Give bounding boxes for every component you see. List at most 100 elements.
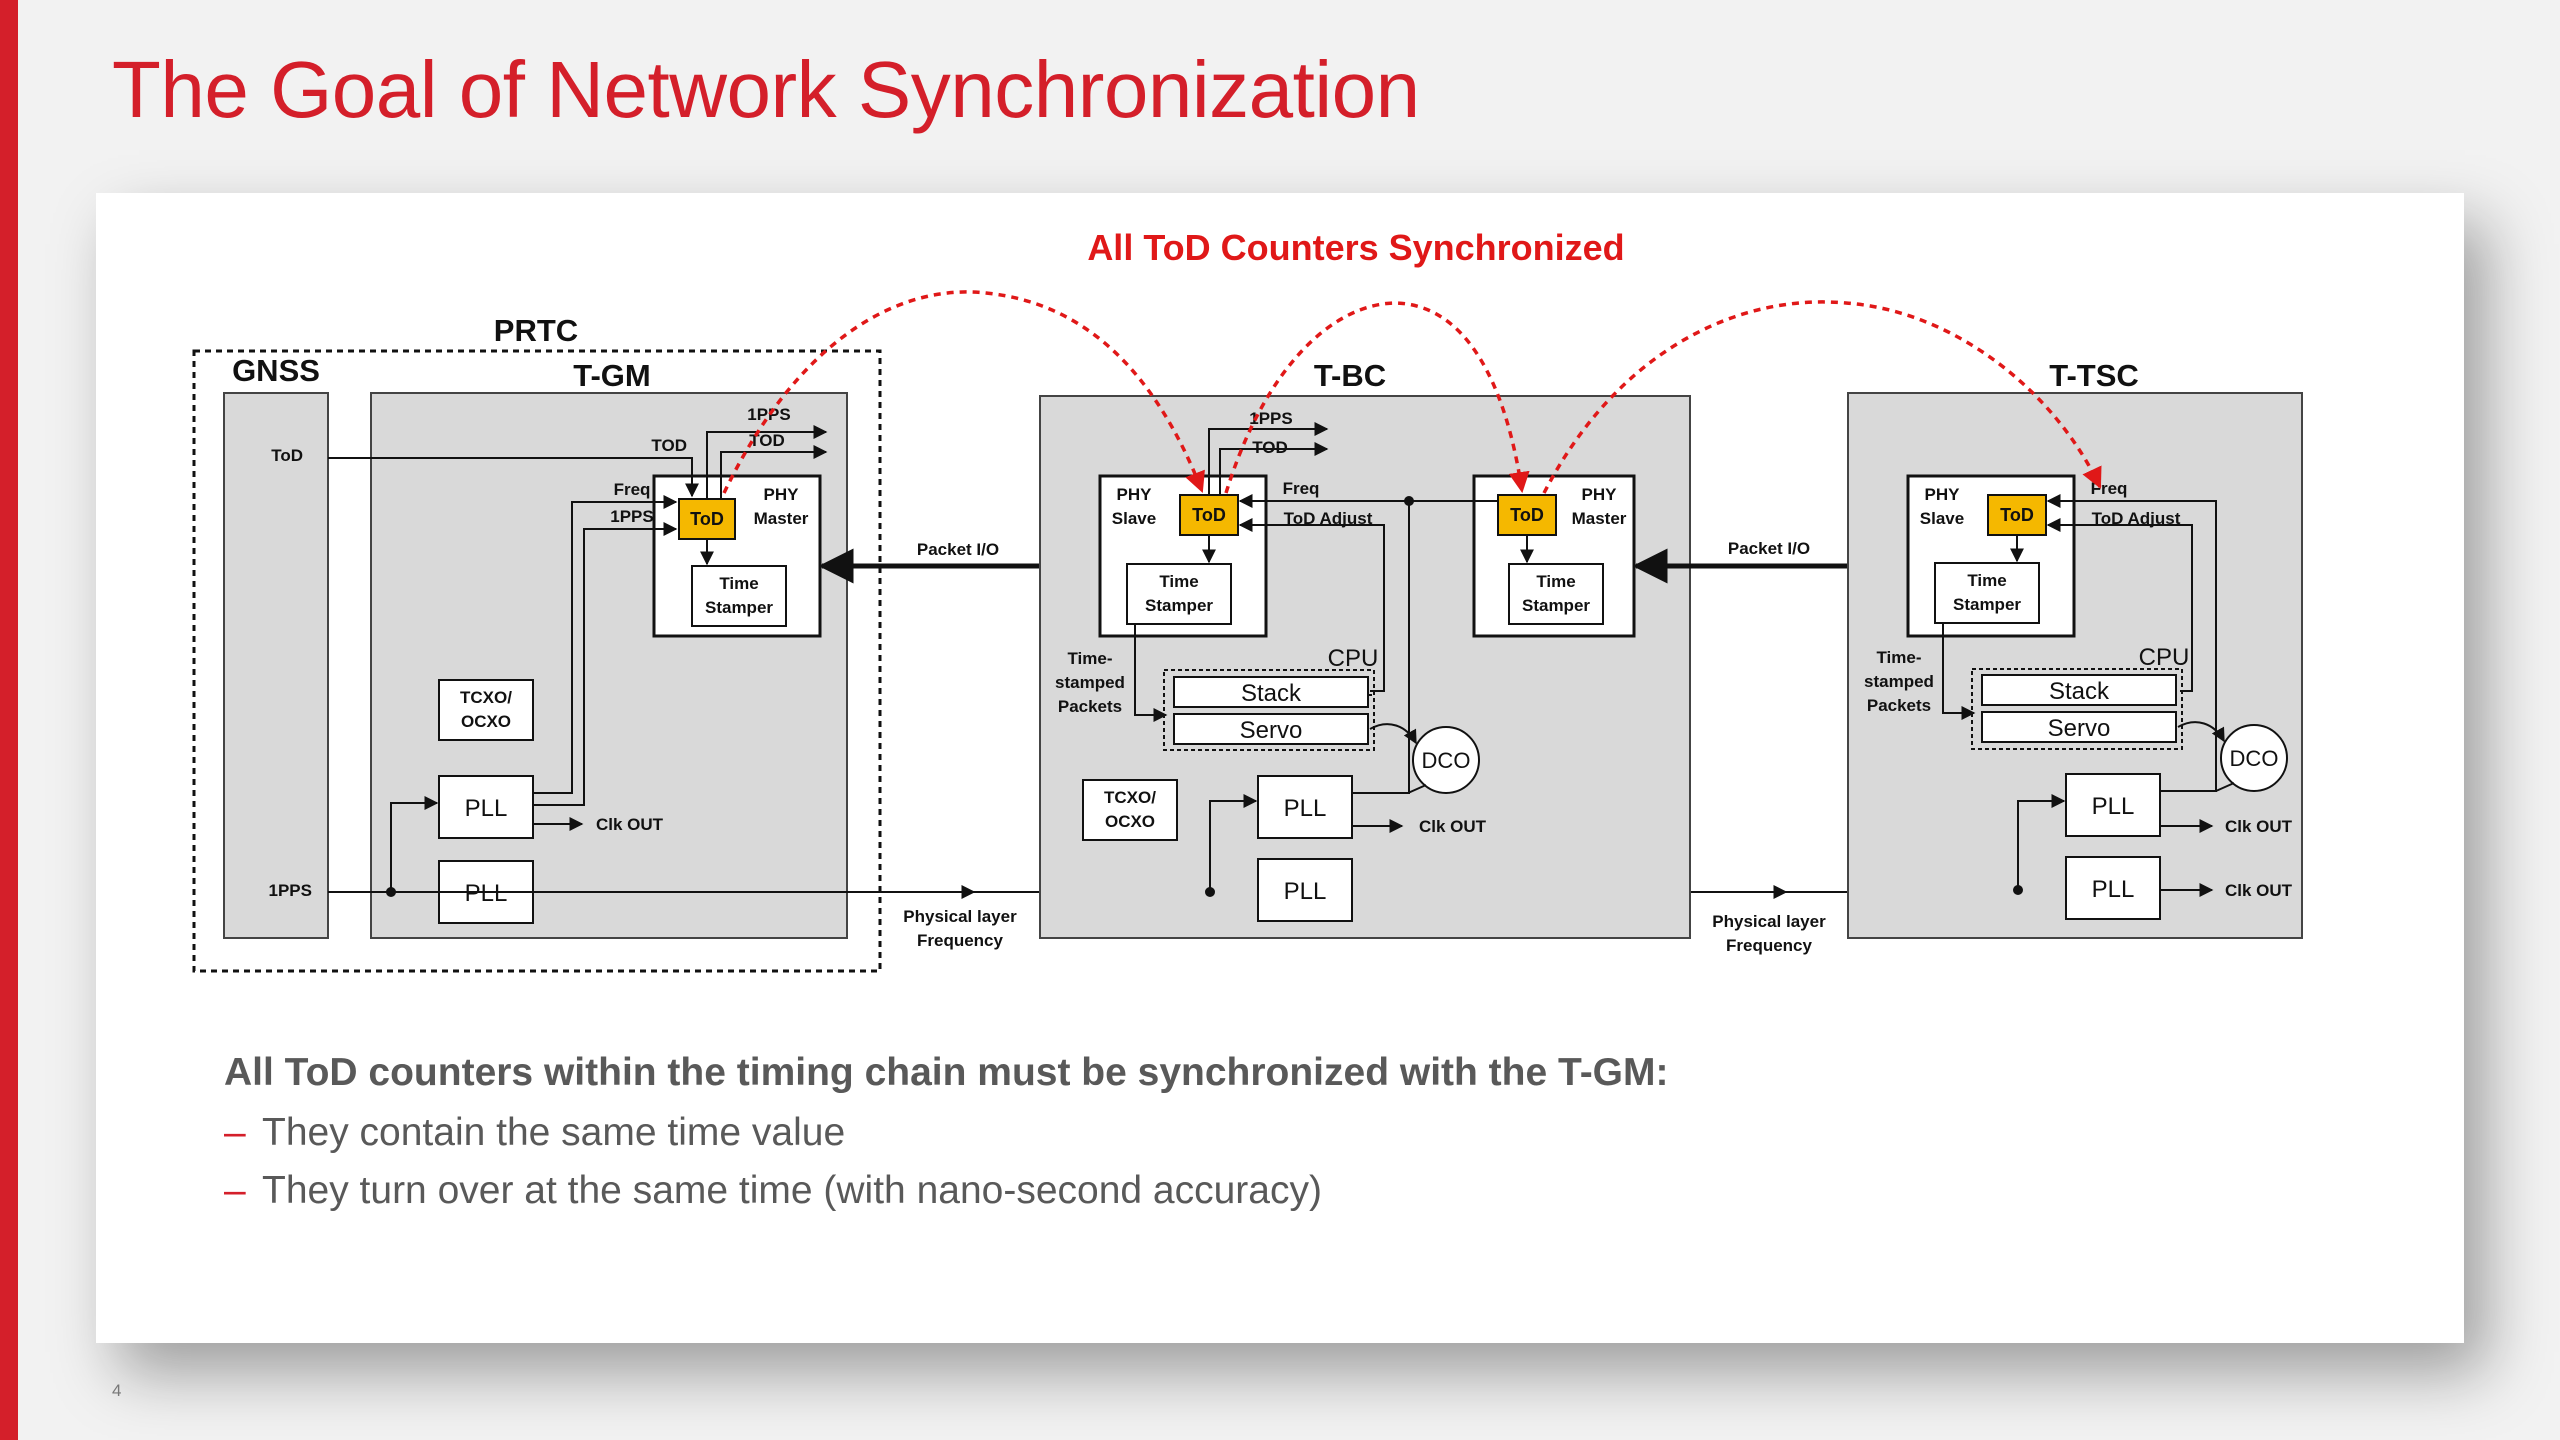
tgm-pps-wire [533,522,678,806]
tbc-pll1-to-freq-wire [1352,694,1410,794]
tbc-tod-a-text: ToD [1192,505,1226,525]
ttsc-servo-to-dco-arrow [2177,721,2225,743]
ttsc-freq-wire [2046,494,2217,691]
ttsc-tsp-line3: Packets [1867,696,1931,715]
link1-phys-line2: Frequency [917,931,1004,950]
ttsc-pll1-box [2065,773,2161,837]
tbc-stack-text: Stack [1241,680,1302,707]
tbc-phys-loop-wire [1209,794,1258,892]
ttsc-dco-circle [2220,724,2288,792]
banner-text: All ToD Counters Synchronized [1087,227,1624,268]
link2-phys-line2: Frequency [1726,936,1813,955]
tbc-time-stamper-a-box [1126,563,1232,625]
tbc-stack-box [1173,676,1369,708]
tbc-freq-label: Freq [1283,479,1320,498]
tbc-pps-out-label: 1PPS [1249,409,1292,428]
ttsc-freq-label: Freq [2091,479,2128,498]
tgm-osc-box [438,679,534,741]
tbc-slave-line2: Slave [1112,509,1156,528]
ttsc-tsp-line2: stamped [1864,672,1934,691]
ttsc-pll1-to-freq-wire [2160,691,2217,792]
tbc-pll2-box [1257,858,1353,922]
tbc-label: T-BC [1314,358,1386,393]
tgm-gnss-tod-wire [328,457,699,498]
slide-title: The Goal of Network Synchronization [112,45,1420,134]
bullet-dash-icon: – [224,1111,246,1154]
sync-diagram: All ToD Counters Synchronized PRTC GNSS … [192,227,2303,973]
ttsc-pll1-text: PLL [2092,793,2135,820]
tbc-tod-b-text: ToD [1510,505,1544,525]
tbc-pll1-box [1257,775,1353,839]
bullet-section: All ToD counters within the timing chain… [224,1051,2324,1227]
tgm-pll2-text: PLL [465,880,508,907]
ttsc-slave-line1: PHY [1925,485,1961,504]
tgm-ts-line2: Stamper [705,598,773,617]
bullet-text: They turn over at the same time (with na… [262,1169,1322,1212]
tbc-master-line1: PHY [1582,485,1618,504]
tbc-tsp-line2: stamped [1055,673,1125,692]
ttsc-servo-box [1981,711,2177,743]
tbc-ts-to-cpu-wire [1134,624,1168,722]
tbc-cpu-label: CPU [1328,645,1379,672]
gnss-label: GNSS [232,353,320,388]
gnss-box [223,392,329,939]
tbc-freq-junction [1404,496,1414,506]
tbc-slave-line1: PHY [1117,485,1153,504]
tbc-pll2-text: PLL [1284,878,1327,905]
bullet-text: They contain the same time value [262,1111,846,1154]
tgm-phy-line1: PHY [764,485,800,504]
ttsc-ts-line2: Stamper [1953,595,2021,614]
tbc-tod-out-wire [1219,442,1329,495]
ttsc-dco-to-pll-wire [2215,782,2235,792]
ttsc-tod-block [1987,494,2047,536]
ttsc-stack-text: Stack [2049,678,2110,705]
tbc-servo-text: Servo [1240,717,1303,744]
tbc-osc-line2: OCXO [1105,812,1155,831]
tgm-pps-in-label: 1PPS [610,507,653,526]
ttsc-servo-text: Servo [2048,715,2111,742]
sync-arc-tbc-to-ttsc [1542,300,2102,494]
tgm-freq-wire [533,495,678,794]
link2-packet-io-label: Packet I/O [1728,539,1810,558]
tbc-ts-b-line1: Time [1536,572,1575,591]
ttsc-clk-out2-label: Clk OUT [2225,881,2293,900]
tbc-dco-to-pll-wire [1407,784,1427,794]
tgm-pll1-text: PLL [465,795,508,822]
ttsc-tsp-line1: Time- [1876,648,1921,667]
tbc-pps-out-wire [1208,422,1329,495]
tgm-pll1-box [438,775,534,839]
ttsc-slave-line2: Slave [1920,509,1964,528]
ttsc-dco-text: DCO [2230,746,2279,771]
ttsc-stack-box [1981,674,2177,706]
tgm-pps-out-label: 1PPS [747,405,790,424]
gnss-pps-label: 1PPS [269,881,312,900]
tbc-dco-text: DCO [1422,748,1471,773]
ttsc-pll2-text: PLL [2092,876,2135,903]
tgm-tod-out-wire [720,445,828,499]
tgm-phy-line2: Master [754,509,809,528]
bullet-item: – They contain the same time value [224,1111,2324,1155]
link1-phys-line1: Physical layer [903,907,1017,926]
ttsc-ts-line1: Time [1967,571,2006,590]
accent-bar [0,0,18,1440]
tgm-osc-line2: OCXO [461,712,511,731]
tgm-clk-out-label: Clk OUT [596,815,664,834]
ttsc-phys-loop-wire [2017,794,2066,890]
link1-packet-io-label: Packet I/O [917,540,999,559]
tgm-tod-out-label: TOD [749,431,785,450]
ttsc-label: T-TSC [2049,358,2139,393]
tbc-tod-adjust-wire [1238,518,1385,692]
tbc-tod-adjust-label: ToD Adjust [1284,509,1373,528]
tbc-time-stamper-b-box [1508,563,1604,625]
tgm-pps-loop-wire [390,796,439,892]
tbc-clk-out-label: Clk OUT [1419,817,1487,836]
tbc-servo-to-dco-arrow [1369,723,1417,745]
ttsc-tod-adjust-wire [2046,518,2193,692]
link2-phys-line1: Physical layer [1712,912,1826,931]
tgm-freq-label: Freq [614,480,651,499]
tbc-tod-out-label: TOD [1252,438,1288,457]
tbc-phys-junction [1205,887,1215,897]
ttsc-phys-junction [2013,885,2023,895]
tbc-osc-line1: TCXO/ [1104,788,1156,807]
tbc-tsp-line3: Packets [1058,697,1122,716]
